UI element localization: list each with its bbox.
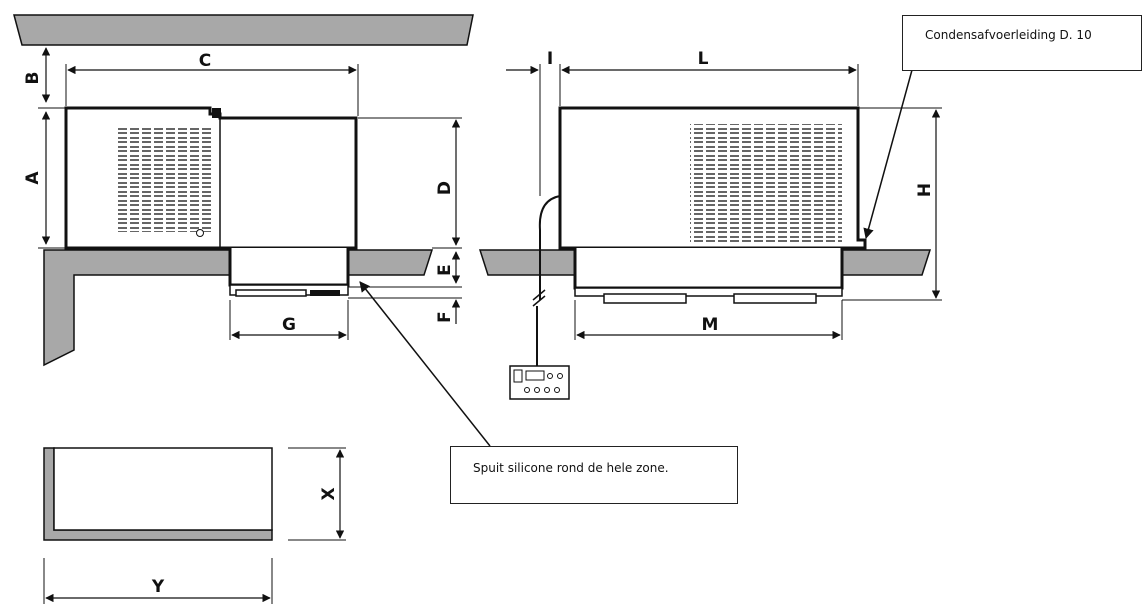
callout-condensate-drain: Condensafvoerleiding D. 10	[902, 15, 1142, 71]
leader-line-condensate	[863, 69, 913, 240]
dim-label-c: C	[199, 51, 211, 71]
controller-unit	[509, 365, 570, 400]
floor-section-right	[841, 249, 932, 276]
dim-label-e: E	[435, 264, 455, 276]
dim-label-b: B	[23, 72, 43, 85]
callout-silicone: Spuit silicone rond de hele zone.	[450, 446, 738, 504]
dim-label-d: D	[435, 181, 455, 195]
wall-section-left	[43, 249, 231, 367]
controller-cable	[536, 195, 561, 366]
dim-label-m: M	[702, 315, 719, 335]
dim-label-h: H	[915, 183, 935, 197]
fan-grille-right	[690, 124, 842, 242]
evaporator-left	[228, 248, 350, 287]
fan-grille-left	[117, 126, 213, 232]
dim-label-i: I	[547, 49, 553, 69]
floor-section-left	[478, 249, 576, 276]
wall-opening-view: X Y	[43, 447, 346, 604]
left-side-view: B A C D E F G	[13, 14, 474, 367]
dim-label-f: F	[435, 311, 455, 323]
callout-silicone-text: Spuit silicone rond de hele zone.	[473, 461, 669, 475]
ceiling-slab	[13, 14, 474, 46]
wall-section-right	[347, 249, 434, 276]
dim-label-l: L	[698, 49, 709, 69]
dim-label-g: G	[282, 315, 296, 335]
callout-condensate-text: Condensafvoerleiding D. 10	[925, 28, 1092, 42]
evaporator-right	[573, 248, 844, 290]
dim-label-y: Y	[151, 577, 165, 597]
leader-line-silicone	[359, 281, 491, 447]
dim-label-x: X	[319, 487, 339, 500]
dim-label-a: A	[23, 171, 43, 185]
right-front-view: I L H M	[478, 49, 942, 400]
